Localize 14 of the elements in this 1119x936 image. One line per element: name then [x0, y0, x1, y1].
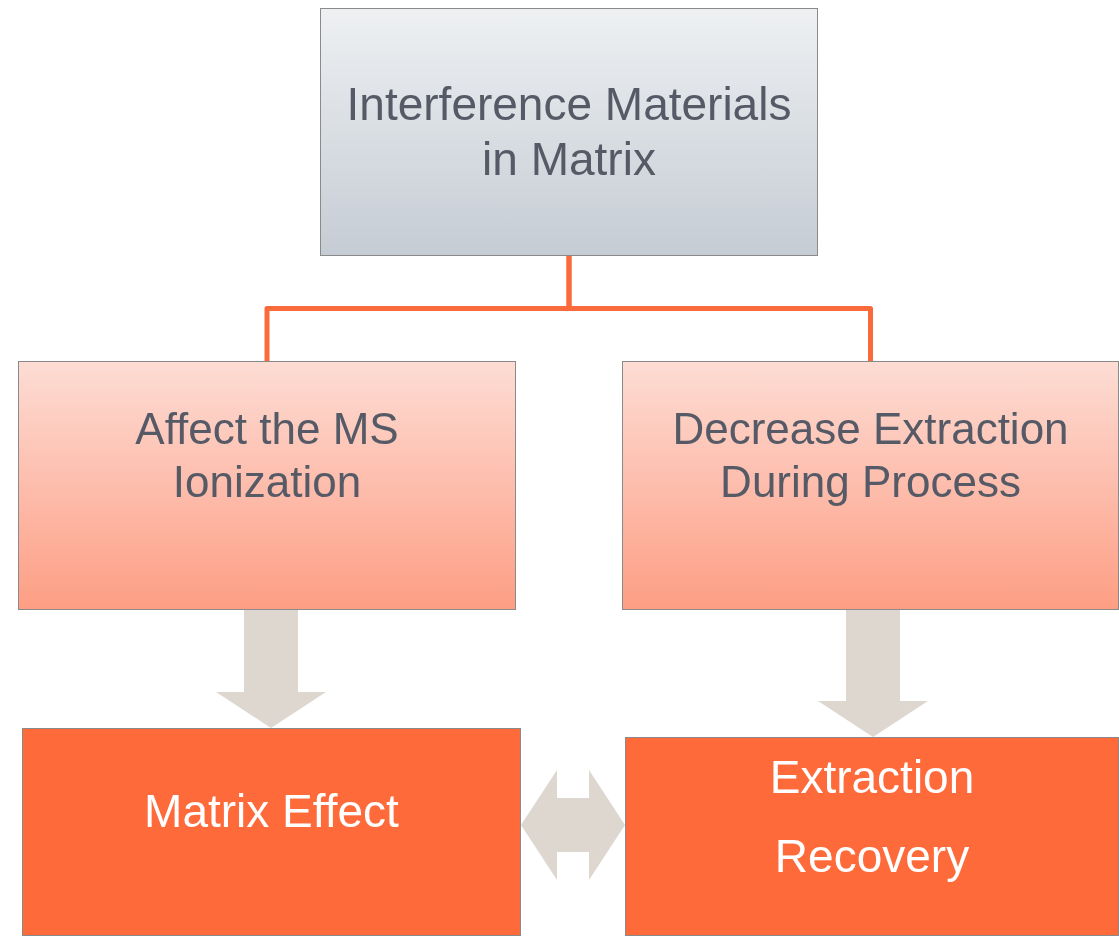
box-label: Interference Materials in Matrix: [345, 76, 793, 187]
process-box: [320, 8, 818, 256]
box-label: Extraction Recovery: [768, 750, 976, 884]
process-box: [622, 361, 1119, 610]
process-box: [22, 728, 521, 936]
connector-line: [566, 256, 873, 361]
box-label: Affect the MS Ionization: [134, 402, 400, 508]
box-label: Decrease Extraction During Process: [671, 402, 1070, 508]
box-label: Matrix Effect: [143, 784, 400, 840]
block-arrow: [216, 610, 326, 728]
block-arrow: [818, 610, 928, 737]
process-box: [625, 737, 1119, 936]
process-box: [18, 361, 516, 610]
block-arrow: [521, 770, 625, 880]
